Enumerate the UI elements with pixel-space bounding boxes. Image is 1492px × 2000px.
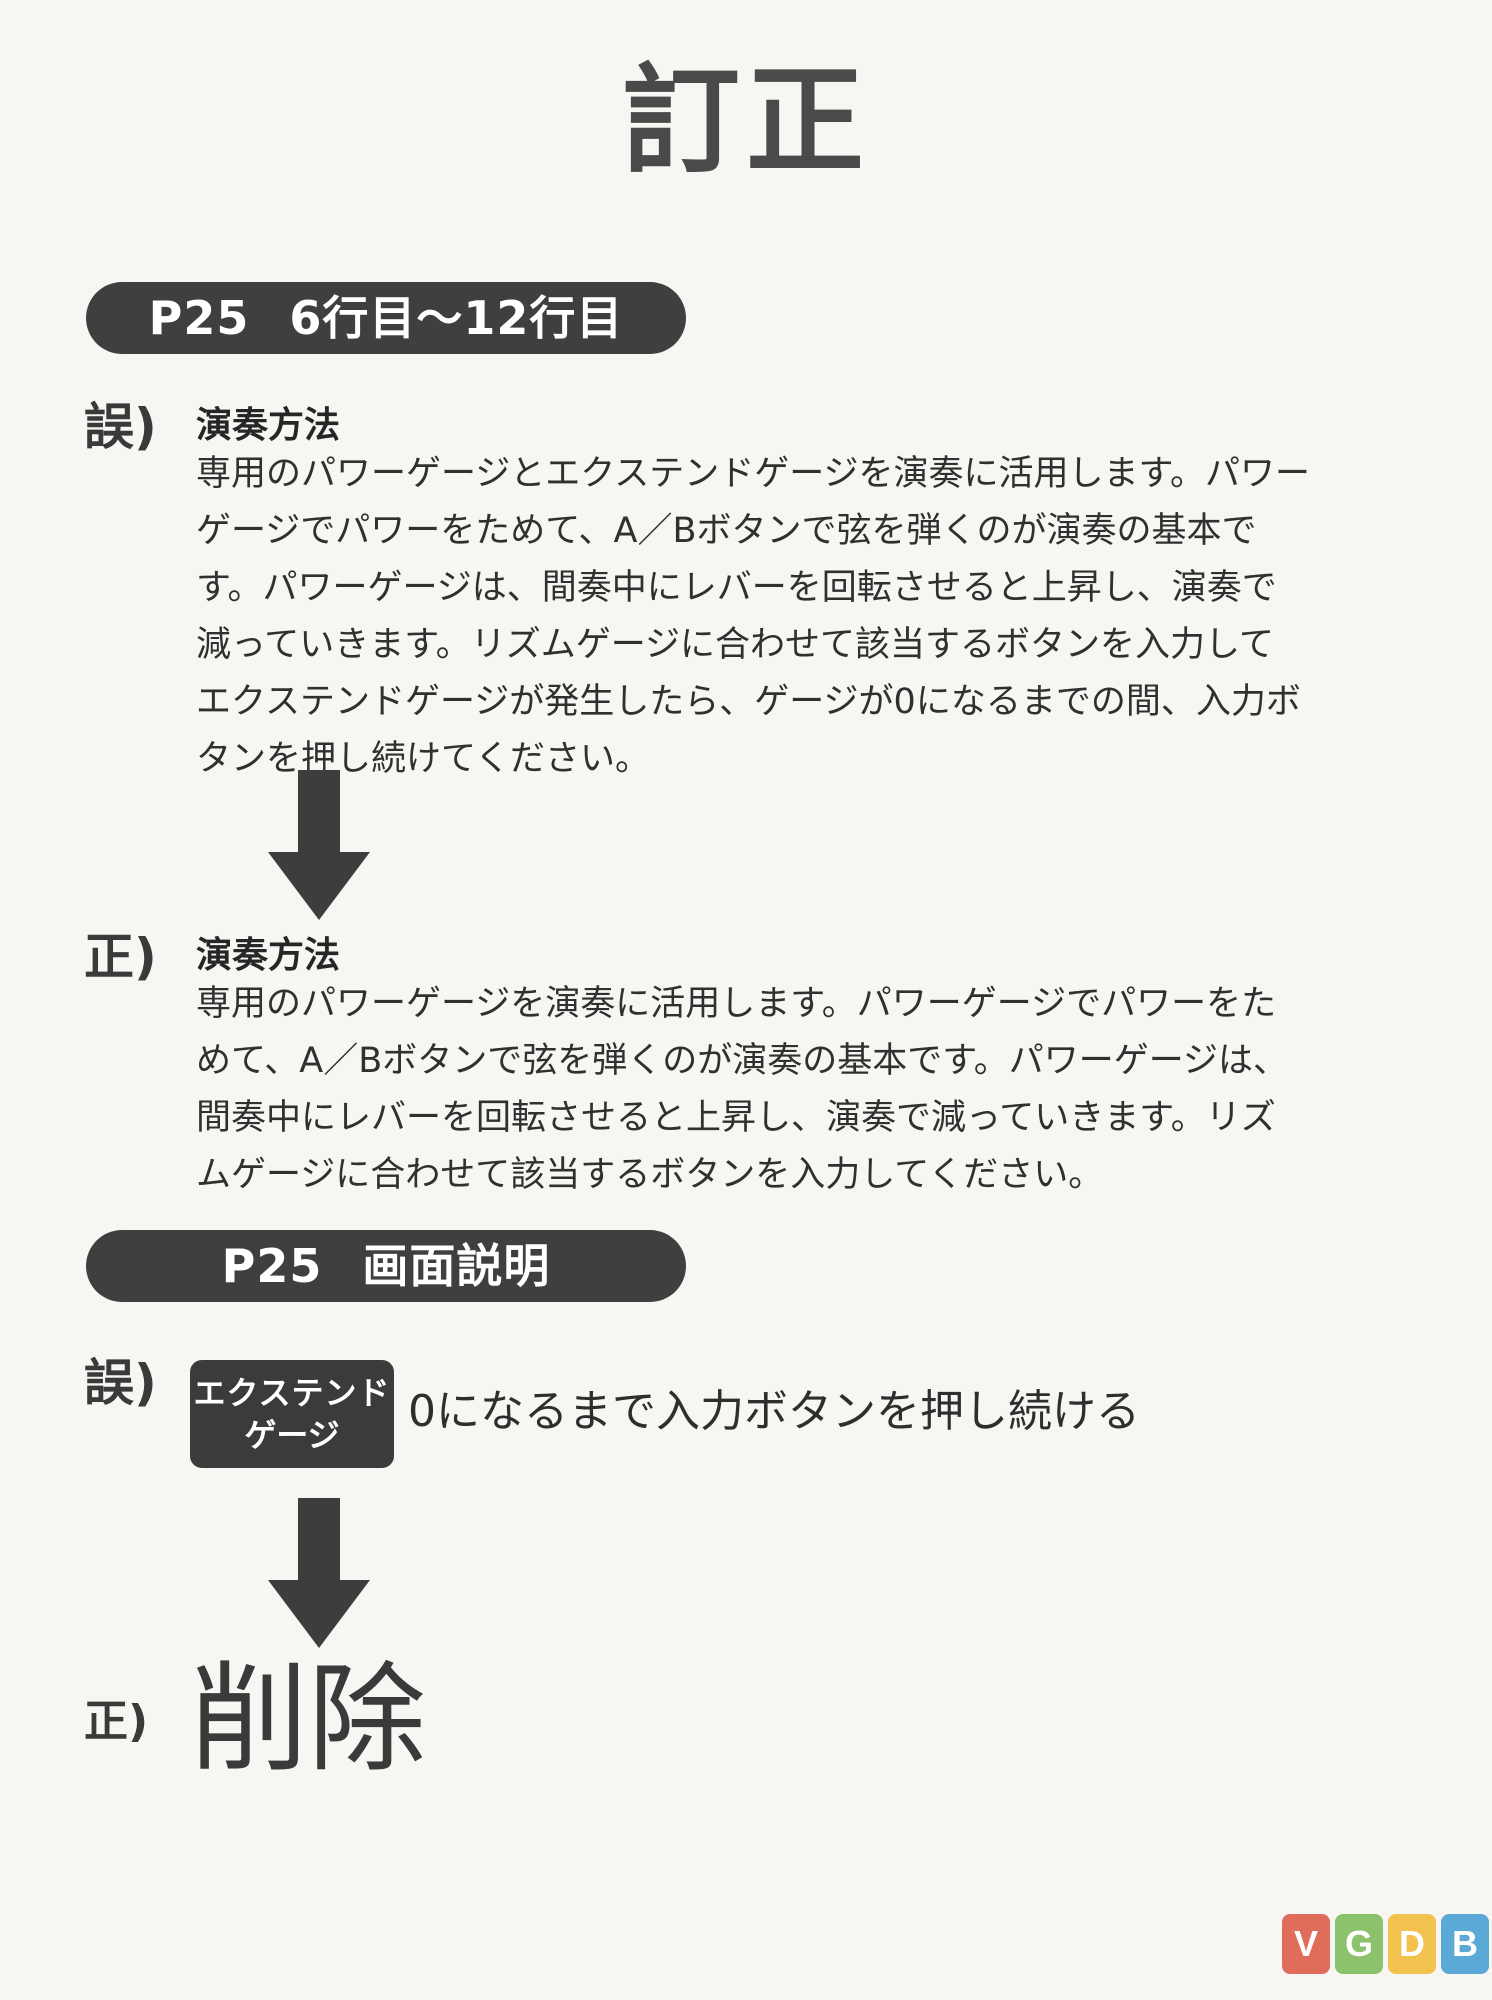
badge-line: エクステンド bbox=[193, 1374, 391, 1412]
wrong-body: 専用のパワーゲージとエクステンドゲージを演奏に活用します。パワー ゲージでパワー… bbox=[196, 446, 1311, 788]
extend-gauge-badge: エクステンド ゲージ bbox=[190, 1360, 394, 1468]
body-line: めて、A／Bボタンで弦を弾くのが演奏の基本です。パワーゲージは、 bbox=[196, 1041, 1289, 1081]
body-line: 減っていきます。リズムゲージに合わせて該当するボタンを入力して bbox=[196, 625, 1275, 665]
wrong-marker: 誤) bbox=[84, 398, 157, 456]
section-page: P25 bbox=[221, 1239, 323, 1293]
body-line: 専用のパワーゲージとエクステンドゲージを演奏に活用します。パワー bbox=[196, 454, 1311, 494]
correct-body: 専用のパワーゲージを演奏に活用します。パワーゲージでパワーをた めて、A／Bボタ… bbox=[196, 976, 1296, 1204]
logo-letter: B bbox=[1441, 1914, 1489, 1974]
down-arrow-icon bbox=[268, 770, 370, 920]
correct-marker: 正) bbox=[84, 1696, 149, 1747]
wrong-marker: 誤) bbox=[84, 1354, 157, 1412]
section-header-2: P25 画面説明 bbox=[86, 1230, 686, 1302]
down-arrow-icon bbox=[268, 1498, 370, 1648]
body-line: エクステンドゲージが発生したら、ゲージが0になるまでの間、入力ボ bbox=[196, 682, 1301, 722]
section-page: P25 bbox=[148, 291, 250, 345]
body-line: す。パワーゲージは、間奏中にレバーを回転させると上昇し、演奏で bbox=[196, 568, 1277, 608]
logo-letter: V bbox=[1282, 1914, 1330, 1974]
logo-letter: D bbox=[1388, 1914, 1436, 1974]
logo-letter: G bbox=[1335, 1914, 1383, 1974]
section-label: 画面説明 bbox=[362, 1239, 551, 1293]
body-line: 専用のパワーゲージを演奏に活用します。パワーゲージでパワーをた bbox=[196, 984, 1277, 1024]
wrong-text: 0になるまで入力ボタンを押し続ける bbox=[408, 1386, 1140, 1437]
body-line: タンを押し続けてください。 bbox=[196, 739, 650, 779]
wrong-heading: 演奏方法 bbox=[196, 405, 341, 446]
body-line: ゲージでパワーをためて、A／Bボタンで弦を弾くのが演奏の基本で bbox=[196, 511, 1257, 551]
section-header-1: P25 6行目〜12行目 bbox=[86, 282, 686, 354]
deleted-text: 削除 bbox=[190, 1650, 427, 1788]
correct-heading: 演奏方法 bbox=[196, 935, 341, 976]
body-line: 間奏中にレバーを回転させると上昇し、演奏で減っていきます。リズ bbox=[196, 1098, 1276, 1138]
body-line: ムゲージに合わせて該当するボタンを入力してください。 bbox=[196, 1155, 1104, 1195]
section-label: 6行目〜12行目 bbox=[289, 291, 624, 345]
badge-line: ゲージ bbox=[244, 1416, 340, 1454]
vgdb-logo: V G D B bbox=[1282, 1914, 1489, 1974]
correct-marker: 正) bbox=[84, 928, 157, 986]
page-title: 訂正 bbox=[621, 52, 870, 190]
